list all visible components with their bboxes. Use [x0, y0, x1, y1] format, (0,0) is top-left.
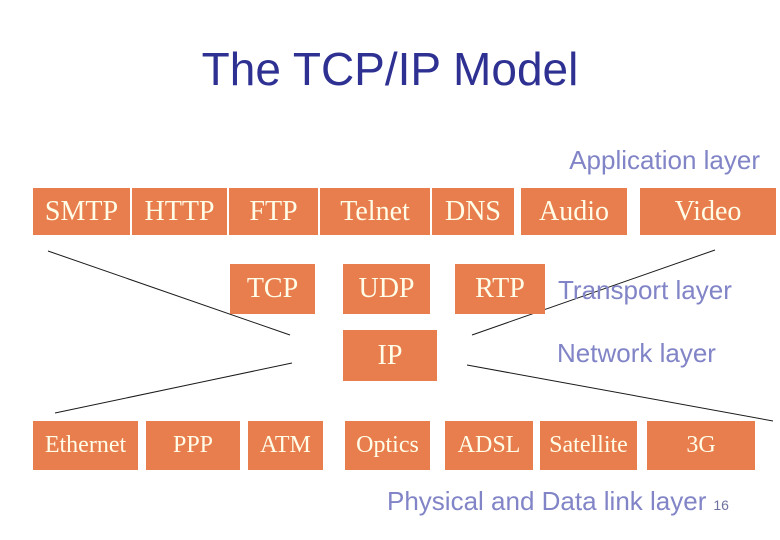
- app-box-smtp: SMTP: [33, 188, 130, 235]
- app-box-ftp: FTP: [229, 188, 318, 235]
- page-number: 16: [713, 497, 729, 513]
- application-layer-label: Application layer: [569, 145, 760, 175]
- app-box-telnet: Telnet: [320, 188, 430, 235]
- physical-layer-label-text: Physical and Data link layer: [387, 486, 707, 516]
- app-box-dns: DNS: [432, 188, 514, 235]
- phy-box-optics: Optics: [345, 421, 430, 470]
- phy-box-ethernet: Ethernet: [33, 421, 138, 470]
- phy-box-satellite: Satellite: [540, 421, 637, 470]
- slide-title: The TCP/IP Model: [201, 43, 579, 95]
- transport-box-rtp: RTP: [455, 264, 545, 314]
- phy-box-atm: ATM: [248, 421, 323, 470]
- physical-layer-label: Physical and Data link layer 16: [387, 486, 729, 517]
- transport-layer-label: Transport layer: [558, 275, 732, 305]
- connector-line-bottom-right: [466, 364, 774, 422]
- phy-box-3g: 3G: [647, 421, 755, 470]
- app-box-http: HTTP: [132, 188, 227, 235]
- app-box-audio: Audio: [521, 188, 627, 235]
- app-box-video: Video: [640, 188, 776, 235]
- transport-box-udp: UDP: [343, 264, 430, 314]
- phy-box-adsl: ADSL: [445, 421, 533, 470]
- phy-box-ppp: PPP: [146, 421, 240, 470]
- transport-box-tcp: TCP: [230, 264, 315, 314]
- network-box-ip: IP: [343, 330, 437, 381]
- network-layer-label: Network layer: [557, 338, 716, 368]
- connector-line-bottom-left: [54, 362, 293, 414]
